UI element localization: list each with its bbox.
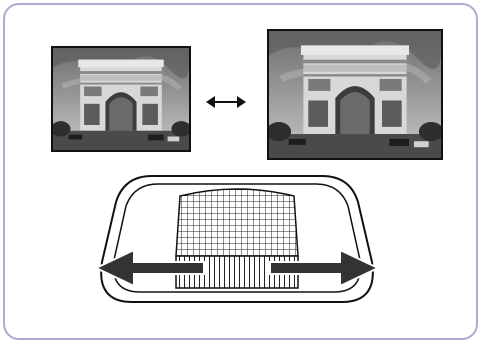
double-arrow-horizontal-icon — [206, 94, 246, 110]
arc-de-triomphe-photo — [53, 48, 189, 150]
photo-small — [51, 46, 191, 152]
projector-zoom-ring — [92, 172, 382, 308]
photo-large — [267, 29, 443, 160]
arc-de-triomphe-photo — [269, 31, 441, 158]
figure-frame — [3, 3, 478, 340]
